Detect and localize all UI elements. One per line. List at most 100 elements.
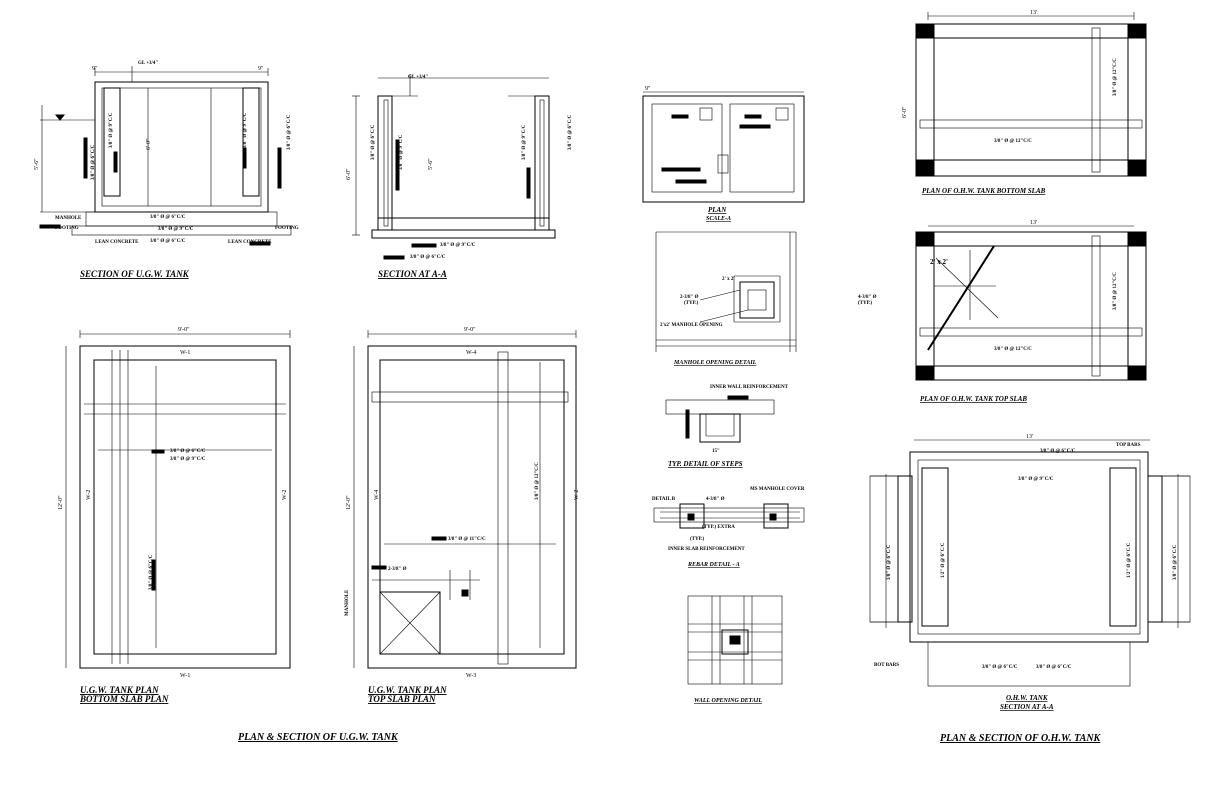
- ugw-bottom-length: 12'-0": [58, 495, 64, 510]
- ugw-top-width: 9'-0": [464, 327, 476, 333]
- bar-label-slab-1: 3/8" Ø @ 6"C/C: [150, 215, 186, 220]
- ohw-top-bars-4: 4-3/8" Ø: [858, 295, 877, 300]
- ohw-top-typ: (TYP.): [858, 301, 872, 306]
- ohw-section-out-r: 3/8" Ø @ 6"C/C: [1173, 544, 1178, 580]
- ugw-bottom-slab-plan: 9'-0" W-1 W-1 W-2 W-2 12'-0" 3/8" Ø @ 6"…: [58, 327, 291, 704]
- ugw-top-w2-right: W-2: [574, 490, 580, 500]
- ugw-top-slab-plan: 9'-0" W-4 W-3 W-4 W-2 12'-0" 3/8" Ø @ 11…: [345, 327, 580, 704]
- title-wall-opening: WALL OPENING DETAIL: [694, 698, 762, 704]
- ohw-top-bar-v: 3/8" Ø @ 12"C/C: [1113, 272, 1118, 310]
- manhole-typ: (TYP.): [684, 301, 698, 306]
- title-steps: TYP. DETAIL OF STEPS: [668, 460, 743, 468]
- manhole-dim: 2' x 2': [722, 277, 735, 282]
- ohw-bottom-dim: 13': [1030, 10, 1037, 16]
- ohw-section-wall-l: 1/2" Ø @ 6"C/C: [941, 542, 946, 578]
- ugw-bottom-vert-bars: 3/8" Ø @ 6"C/C: [149, 554, 154, 590]
- ugw-bottom-w1-top: W-1: [180, 350, 190, 356]
- title-plan: PLAN: [708, 206, 727, 214]
- ugw-top-w3: W-3: [466, 673, 476, 679]
- title-ugw-top-2: TOP SLAB PLAN: [368, 694, 436, 704]
- dim-9-right: 9": [258, 66, 264, 72]
- title-section-ugw: SECTION OF U.G.W. TANK: [80, 269, 190, 279]
- aa-bar-left-inner: 3/8" Ø @ 9"C/C: [399, 134, 404, 170]
- bar-label-left: 3/8" Ø @ 9"C/C: [109, 112, 114, 148]
- title-rebar: REBAR DETAIL - A: [687, 562, 740, 568]
- dim-5-6: 5'-6": [34, 158, 40, 170]
- bar-label-outer-right: 3/8" Ø @ 6"C/C: [287, 114, 292, 150]
- ugw-bottom-width: 9'-0": [178, 327, 190, 333]
- gl-level-label: GL +3/4": [138, 61, 158, 66]
- aa-dim-5-6: 5'-6": [428, 158, 434, 170]
- footing-label-right: FOOTING: [275, 226, 299, 231]
- steps-wall-label: INNER WALL REINFORCEMENT: [710, 385, 789, 390]
- ohw-section-slab-1: 3/8" Ø @ 6"C/C: [982, 665, 1018, 670]
- ugw-top-bar-horiz: 3/8" Ø @ 11"C/C: [448, 537, 486, 542]
- ohw-section-inner-bar: 3/8" Ø @ 9"C/C: [1018, 477, 1054, 482]
- lean-label-right: LEAN CONCRETE: [228, 240, 272, 245]
- ohw-section-top-bars: TOP BARS: [1116, 443, 1141, 448]
- ohw-bottom-bar-v: 3/8" Ø @ 12"C/C: [1113, 58, 1118, 96]
- ohw-top-bar-h: 3/8" Ø @ 12"C/C: [994, 347, 1032, 352]
- bar-label-right: 3/8" Ø @ 9"C/C: [243, 112, 248, 148]
- title-ohw-top: PLAN OF O.H.W. TANK TOP SLAB: [920, 395, 1027, 403]
- lean-label: LEAN CONCRETE: [95, 240, 139, 245]
- gl-level-label-aa: GL +3/4": [408, 75, 428, 80]
- rebar-typ: (TYP.): [690, 537, 704, 542]
- rebar-extra: (TYP.) EXTRA: [702, 525, 735, 530]
- bar-label-outer-left: 3/8" Ø @ 6"C/C: [91, 144, 96, 180]
- manhole-label: MANHOLE: [55, 216, 82, 221]
- ugw-top-bars-2: 2-3/8" Ø: [388, 567, 407, 572]
- title-ohw-section-2: SECTION AT A-A: [1000, 703, 1054, 711]
- bar-label-slab-2: 3/8" Ø @ 9"C/C: [158, 227, 194, 232]
- title-plan-section-ohw: PLAN & SECTION OF O.H.W. TANK: [940, 733, 1102, 744]
- bar-label-slab-3: 3/8" Ø @ 6"C/C: [150, 239, 186, 244]
- title-ugw-bottom-2: BOTTOM SLAB PLAN: [79, 694, 169, 704]
- ohw-section-wall-r: 1/2" Ø @ 6"C/C: [1127, 542, 1132, 578]
- aa-bar-slab-2: 3/8" Ø @ 6"C/C: [410, 255, 446, 260]
- rebar-cover: MS MANHOLE COVER: [750, 487, 805, 492]
- ohw-top-dim: 13': [1030, 220, 1037, 226]
- ohw-bottom-bar-h: 3/8" Ø @ 12"C/C: [994, 139, 1032, 144]
- ohw-section-out-l: 3/8" Ø @ 6"C/C: [887, 544, 892, 580]
- small-plan: 9" PLAN SCALE-A: [642, 86, 805, 222]
- ohw-section-slab-2: 3/8" Ø @ 6"C/C: [1036, 665, 1072, 670]
- ugw-top-length: 12'-0": [346, 495, 352, 510]
- manhole-opening-detail: 2' x 2' 2-3/8" Ø (TYP.) 2'x2' MANHOLE OP…: [655, 231, 797, 366]
- title-scale: SCALE-A: [706, 216, 731, 222]
- small-plan-dim: 9": [645, 86, 651, 92]
- title-ugw-bottom-1: U.G.W. TANK PLAN: [80, 685, 159, 695]
- steps-detail: INNER WALL REINFORCEMENT 15" TYP. DETAIL…: [665, 385, 789, 468]
- ohw-bottom-height: 6'-0": [902, 106, 908, 118]
- dim-6-0: 6'-0": [146, 138, 152, 150]
- dim-9-left: 9": [92, 66, 98, 72]
- rebar-detail-b: DETAIL B: [652, 497, 676, 502]
- title-manhole: MANHOLE OPENING DETAIL: [673, 360, 757, 366]
- ohw-section-dim: 13': [1026, 434, 1033, 440]
- ugw-top-w4: W-4: [466, 350, 476, 356]
- title-section-aa: SECTION AT A-A: [378, 269, 447, 279]
- ugw-top-bar-vert: 3/8" Ø @ 12"C/C: [535, 462, 540, 500]
- section-aa: GL +3/4" 3/8" Ø @ 6"C/C 3/8" Ø @ 9"C/C 3…: [346, 74, 573, 279]
- ohw-top-slab: 2' x 2' 13' 3/8" Ø @ 12"C/C 3/8" Ø @ 12"…: [858, 220, 1147, 403]
- rebar-inner-slab: INNER SLAB REINFORCEMENT: [668, 547, 745, 552]
- title-plan-section-ugw: PLAN & SECTION OF U.G.W. TANK: [238, 732, 399, 743]
- ohw-section-aa: 13' 3/8" Ø @ 6"C/C 3/8" Ø @ 9"C/C TOP BA…: [869, 434, 1191, 711]
- ugw-bottom-bot-bars: 3/8" Ø @ 9"C/C: [170, 457, 206, 462]
- ugw-top-w4-left: W-4: [374, 490, 380, 500]
- ugw-bottom-w2-left: W-2: [86, 490, 92, 500]
- ohw-section-top-bar: 3/8" Ø @ 6"C/C: [1040, 449, 1076, 454]
- ohw-bottom-slab: 13' 3/8" Ø @ 12"C/C 3/8" Ø @ 12"C/C 6'-0…: [902, 10, 1147, 195]
- ugw-tank-section: GL +3/4" 9" 9" 3/8" Ø @ 9"C/C 3/8" Ø @ 9…: [34, 61, 299, 279]
- aa-bar-left: 3/8" Ø @ 6"C/C: [371, 124, 376, 160]
- rebar-bars-4: 4-3/8" Ø: [706, 497, 725, 502]
- wall-opening-detail: WALL OPENING DETAIL: [687, 595, 783, 704]
- aa-bar-right: 3/8" Ø @ 6"C/C: [568, 114, 573, 150]
- aa-dim-6-0: 6'-0": [346, 168, 352, 180]
- ohw-section-bot-bars: BOT BARS: [874, 663, 899, 668]
- footing-label: FOOTING: [55, 226, 79, 231]
- ugw-bottom-w1-bottom: W-1: [180, 673, 190, 679]
- manhole-bars: 2-3/8" Ø: [680, 295, 699, 300]
- rebar-detail-a: DETAIL B MS MANHOLE COVER 4-3/8" Ø (TYP.…: [652, 487, 805, 568]
- title-ohw-section-1: O.H.W. TANK: [1006, 694, 1049, 702]
